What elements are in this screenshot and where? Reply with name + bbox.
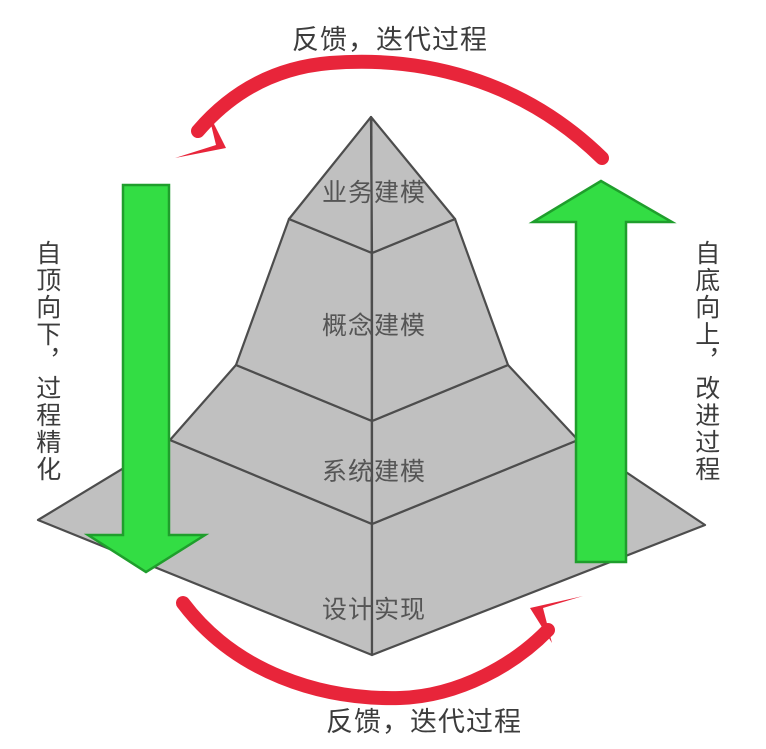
- up-arrow-shape: [528, 179, 677, 564]
- feedback-arc-bottom-curve: [176, 596, 555, 706]
- feedback-arc-bottom: [176, 596, 583, 706]
- down-arrow-shape: [83, 183, 210, 574]
- feedback-arc-top-curve: [191, 54, 609, 165]
- feedback-arc-bottom-arrowhead: [530, 596, 583, 643]
- feedback-arc-top-arrowhead: [175, 112, 226, 158]
- feedback-arc-top: [175, 54, 609, 165]
- pyramid-center-edge: [370, 116, 373, 656]
